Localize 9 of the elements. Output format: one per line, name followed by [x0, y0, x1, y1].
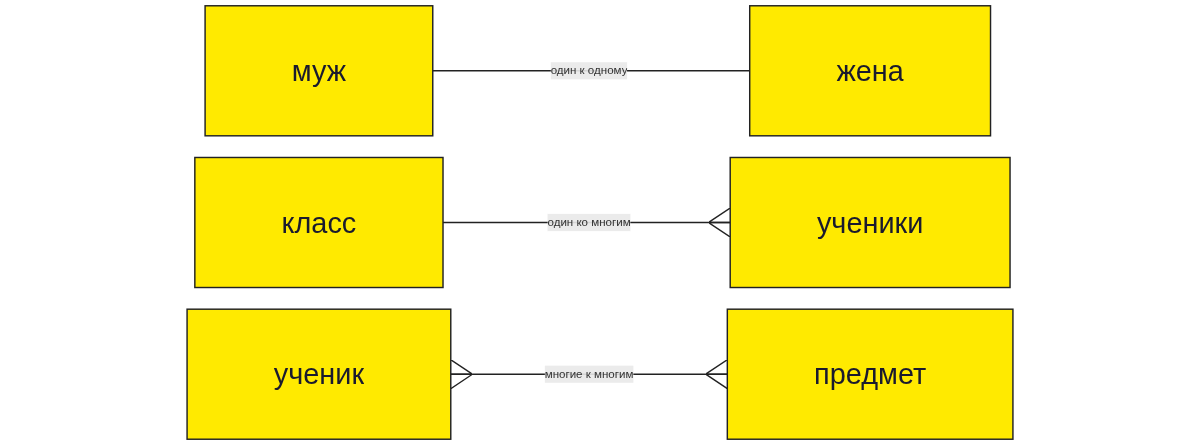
node-box: класс	[194, 156, 444, 289]
edge-label: один к одному	[550, 64, 628, 77]
edge-label: многие к многим	[544, 367, 634, 380]
edge-label: один ко многим	[547, 216, 631, 229]
node-box: муж	[204, 5, 434, 137]
node-box: жена	[749, 5, 992, 137]
node-box: предмет	[726, 308, 1014, 440]
node-box: ученик	[186, 308, 452, 440]
node-box: ученики	[729, 156, 1011, 289]
